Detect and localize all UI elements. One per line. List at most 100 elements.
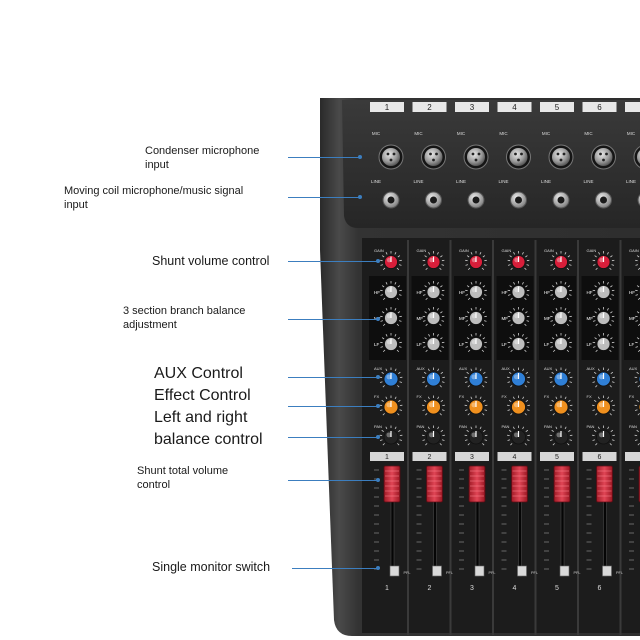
channel-fader[interactable]	[468, 465, 486, 503]
knob-tick	[398, 399, 401, 403]
aux-label: AUX	[544, 366, 553, 371]
pfl-monitor-button[interactable]	[474, 565, 485, 577]
knob-tick	[424, 337, 427, 340]
xlr-pin	[562, 152, 566, 156]
knob-tick	[595, 413, 598, 416]
eq-band-label: MF	[459, 316, 466, 321]
fx-label: FX	[502, 394, 507, 399]
channel-fader[interactable]	[426, 465, 443, 503]
pfl-label: PFL	[489, 571, 496, 575]
channel-number: 6	[597, 103, 602, 112]
pan-callout-line2: balance control	[154, 431, 263, 448]
knob-tick	[397, 285, 401, 288]
knob-tick	[513, 282, 515, 285]
bottom-channel-number: 6	[598, 585, 602, 592]
eq-band-label: LF	[544, 342, 550, 347]
knob-tick	[397, 337, 401, 340]
knob-tick	[550, 346, 554, 348]
knob-tick	[482, 443, 485, 446]
knob-tick	[379, 439, 383, 441]
knob-highlight	[386, 374, 392, 380]
channel-number-tab	[370, 102, 404, 112]
knob-tick	[525, 311, 528, 314]
channel-fader[interactable]	[511, 465, 528, 503]
knob-tick	[425, 297, 428, 301]
knob-tick	[465, 264, 469, 266]
knob-tick	[380, 294, 384, 296]
knob-tick	[512, 396, 515, 400]
knob-tick	[525, 255, 528, 258]
knob-tick	[524, 443, 527, 446]
knob-tick	[593, 371, 597, 375]
knob-tick	[440, 311, 443, 314]
knob-tick	[467, 413, 470, 416]
pfl-monitor-button[interactable]	[602, 565, 612, 577]
knob-tick	[440, 399, 444, 403]
line-label: LINE	[456, 179, 466, 184]
pfl-monitor-button[interactable]	[432, 565, 442, 577]
channel-fader[interactable]	[596, 465, 613, 503]
knob-tick	[568, 264, 572, 266]
knob-tick	[567, 337, 571, 340]
knob-tick	[394, 426, 397, 430]
knob-tick	[425, 413, 428, 416]
knob-tick	[479, 396, 482, 400]
bottom-channel-number: 1	[385, 585, 389, 592]
pfl-monitor-button[interactable]	[517, 565, 527, 577]
knob-tick	[607, 282, 609, 285]
knob-tick	[440, 429, 444, 433]
xlr-pin	[605, 152, 608, 156]
knob-tick	[398, 429, 401, 433]
knob-tick	[507, 320, 511, 322]
knob-tick	[482, 385, 485, 388]
fader-number: 1	[385, 454, 389, 461]
knob-tick	[397, 255, 401, 258]
channel-fader[interactable]	[553, 465, 571, 503]
aux-label: AUX	[459, 366, 468, 371]
knob-tick	[382, 385, 385, 388]
knob-tick	[512, 426, 515, 430]
knob-highlight	[471, 374, 477, 380]
knob-tick	[481, 297, 485, 301]
eq-band-label: HF	[459, 290, 465, 295]
monitor-switch-callout: Single monitor switch	[152, 560, 271, 574]
knob-tick	[567, 385, 570, 388]
knob-tick	[551, 285, 555, 288]
knob-tick	[381, 399, 384, 403]
knob-tick	[566, 323, 570, 327]
knob-tick	[593, 399, 597, 403]
knob-tick	[398, 371, 401, 375]
jack-hole	[557, 196, 565, 204]
pfl-monitor-button[interactable]	[389, 565, 400, 577]
channel-fader[interactable]	[383, 465, 401, 503]
knob-tick	[552, 297, 556, 301]
eq-band-label: MF	[587, 316, 594, 321]
knob-tick	[479, 252, 482, 255]
knob-tick	[525, 285, 528, 288]
knob-highlight	[556, 339, 562, 345]
knob-tick	[464, 409, 468, 411]
pfl-monitor-button[interactable]	[559, 565, 570, 577]
knob-tick	[607, 368, 610, 372]
knob-tick	[428, 252, 430, 255]
xlr-pin	[392, 152, 396, 156]
knob-tick	[440, 285, 443, 288]
moving-coil-callout: Moving coil microphone/music signal inpu…	[64, 185, 244, 211]
knob-tick	[507, 439, 511, 441]
fader-number-tab	[625, 452, 640, 461]
knob-tick	[507, 346, 511, 348]
knob-tick	[424, 311, 427, 314]
knob-tick	[465, 320, 469, 322]
knob-tick	[595, 323, 598, 327]
knob-tick	[636, 429, 639, 433]
knob-tick	[385, 308, 388, 311]
knob-tick	[564, 368, 567, 372]
knob-tick	[439, 267, 442, 271]
knob-tick	[382, 349, 386, 353]
strip-divider	[407, 240, 409, 635]
gain-label: GAIN	[374, 248, 384, 253]
pan-label: PAN	[629, 424, 637, 429]
knob-tick	[522, 252, 524, 255]
knob-highlight	[428, 432, 434, 438]
knob-highlight	[429, 287, 434, 293]
